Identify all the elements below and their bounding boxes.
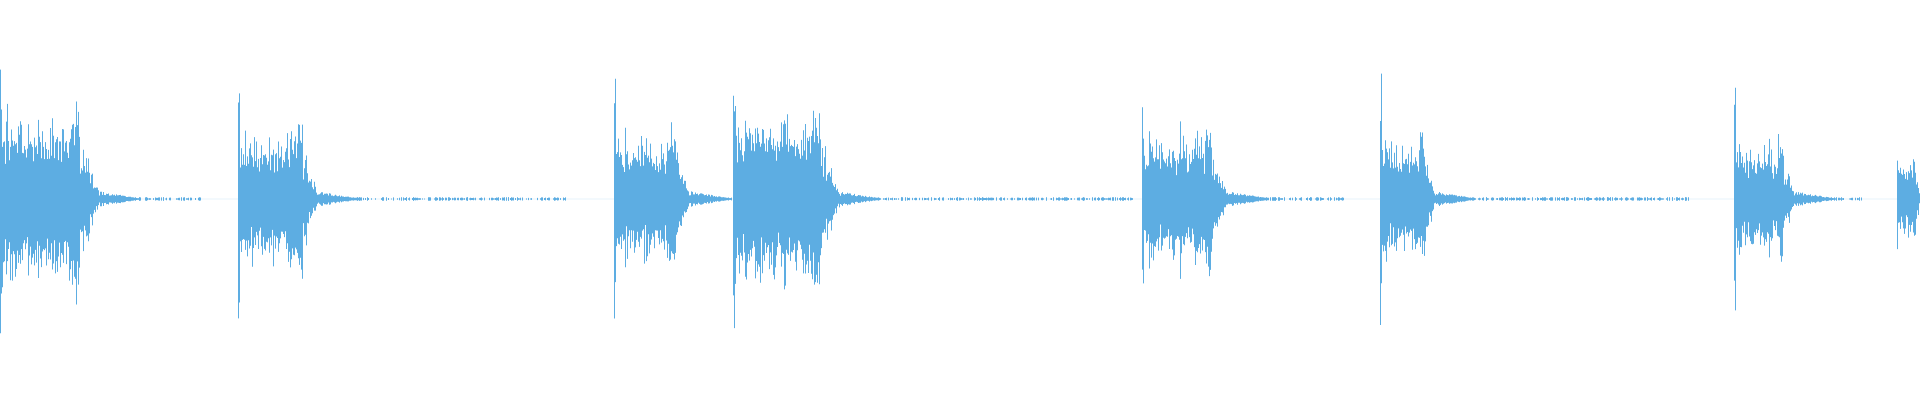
waveform-clip[interactable]	[1142, 107, 1269, 284]
waveform-clip[interactable]	[238, 93, 359, 319]
waveform-clip-path	[1897, 159, 1920, 250]
waveform-clip[interactable]	[1897, 159, 1920, 250]
waveform-clip-path	[1142, 107, 1269, 284]
waveform-clip-path	[733, 95, 881, 329]
waveform-clip[interactable]	[0, 69, 140, 334]
waveform-clip[interactable]	[1380, 73, 1476, 325]
waveform-clip-path	[0, 69, 140, 334]
waveform-clip-path	[1380, 73, 1476, 325]
waveform-clip[interactable]	[1734, 87, 1835, 311]
waveform-noise-path	[842, 197, 1133, 201]
waveform-clip[interactable]	[733, 95, 881, 329]
waveform-clip-path	[1734, 87, 1835, 311]
waveform-noise-segment	[842, 197, 1133, 201]
waveform-clip-path	[614, 78, 731, 319]
waveform-clip-path	[238, 93, 359, 319]
waveform-clip[interactable]	[614, 78, 731, 319]
